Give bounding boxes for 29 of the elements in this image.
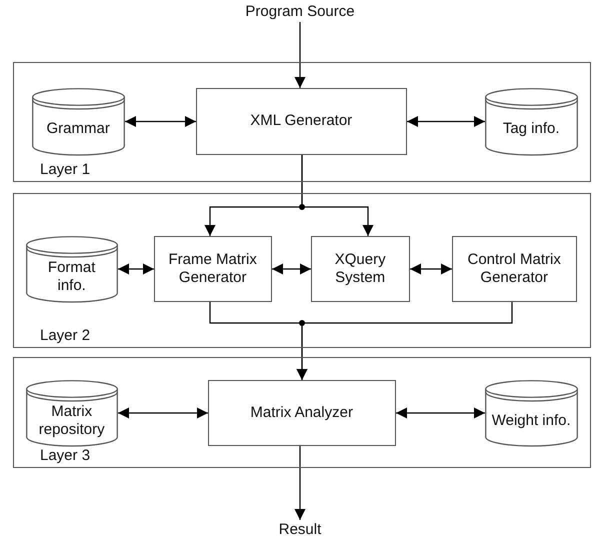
layer-label: Layer 2 [40, 327, 90, 345]
layer-panel [13, 193, 591, 348]
database-cylinder: Weight info. [484, 380, 578, 446]
database-cylinder: Grammar [32, 88, 125, 155]
database-cylinder: Format info. [26, 236, 118, 302]
arrow [294, 22, 306, 88]
arrow [410, 264, 452, 274]
arrow [396, 408, 485, 418]
flow-label: Result [260, 520, 340, 540]
arrow [296, 302, 513, 380]
arrow [118, 264, 154, 274]
arrow [272, 264, 311, 274]
database-cylinder: Matrix repository [26, 380, 118, 446]
process-box: XML Generator [196, 88, 407, 155]
arrow [294, 446, 306, 520]
arrow [301, 155, 374, 236]
arrow [118, 408, 208, 418]
database-cylinder: Tag info. [484, 88, 578, 155]
arrow [407, 116, 485, 127]
layer-panel [13, 357, 591, 468]
layer-label: Layer 1 [40, 161, 90, 179]
process-box: Frame Matrix Generator [154, 236, 272, 302]
process-box: XQuery System [310, 236, 410, 302]
process-box: Matrix Analyzer [208, 380, 396, 446]
layer-label: Layer 3 [40, 447, 90, 465]
layer-panel [13, 62, 591, 182]
arrow [125, 116, 196, 127]
flow-label: Program Source [240, 2, 360, 22]
process-box: Control Matrix Generator [452, 236, 577, 302]
